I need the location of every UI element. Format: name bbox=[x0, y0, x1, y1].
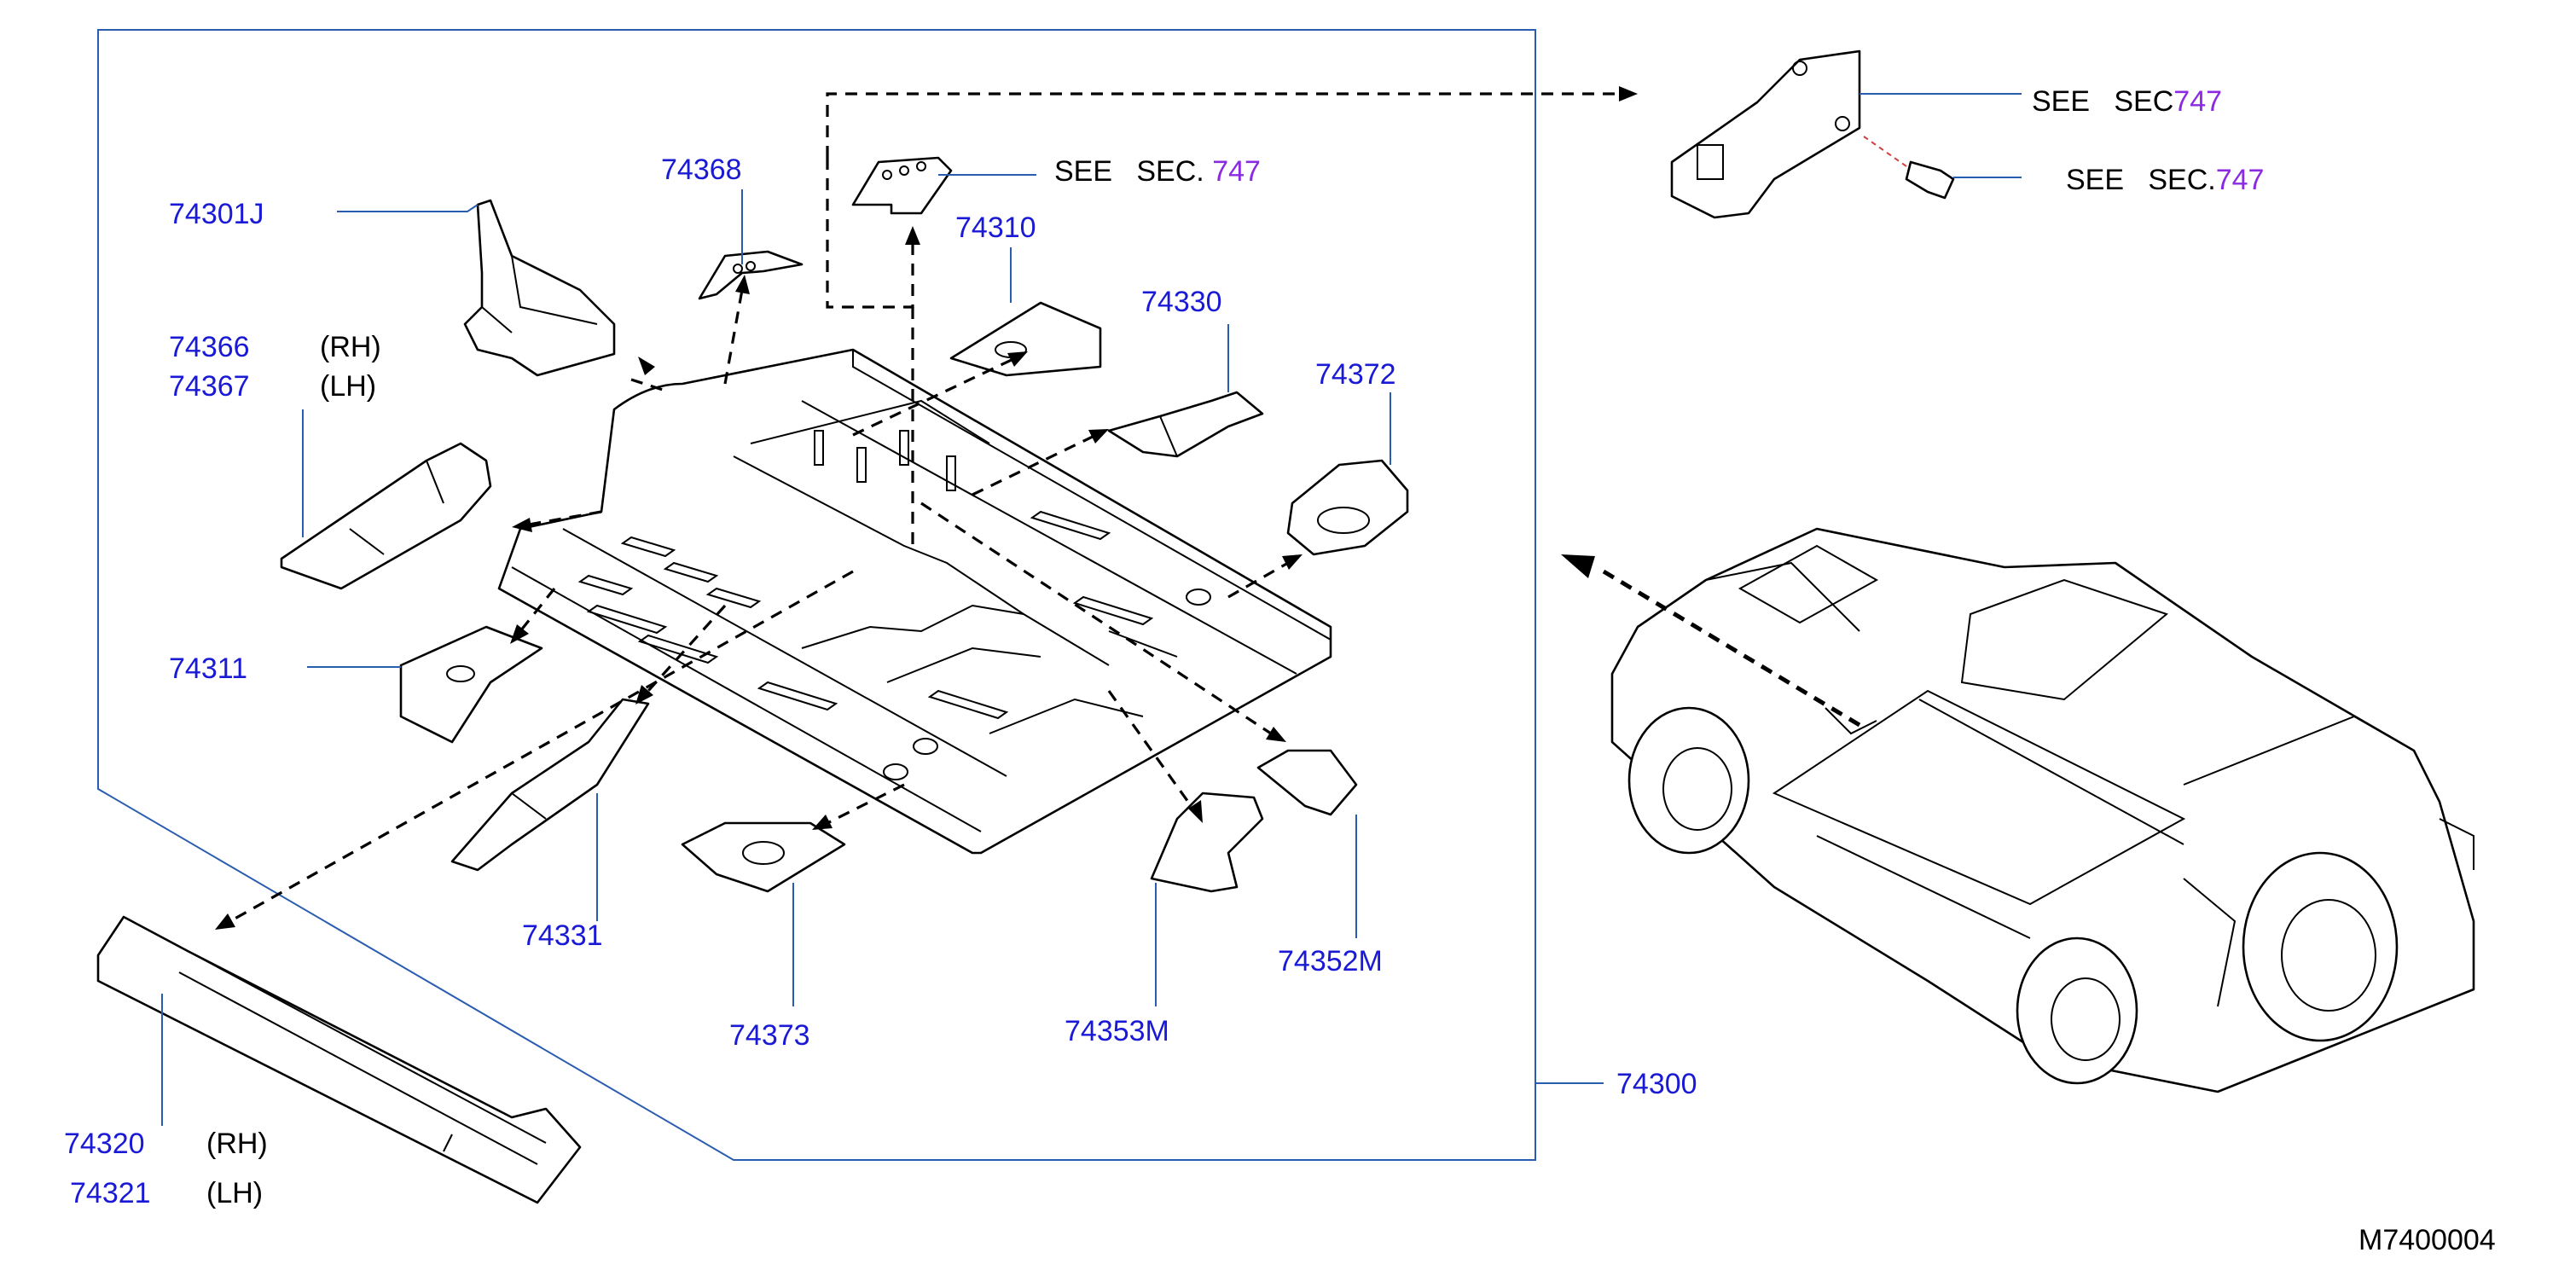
bracket-see-sec-b bbox=[1670, 49, 1861, 219]
floor-ribs bbox=[577, 430, 1154, 720]
label-74372: 74372 bbox=[1315, 358, 1396, 391]
label-74366-side: (RH) bbox=[320, 331, 381, 363]
label-74367-side: (LH) bbox=[320, 370, 376, 403]
leader-lines bbox=[161, 93, 2022, 1126]
diagram-code: M7400004 bbox=[2358, 1224, 2496, 1256]
label-74311: 74311 bbox=[169, 652, 247, 685]
part-74372 bbox=[1286, 459, 1409, 556]
vehicle-outline bbox=[1610, 527, 2475, 1093]
label-74368: 74368 bbox=[661, 154, 742, 186]
label-74321: 74321 bbox=[70, 1177, 151, 1209]
label-74366: 74366 bbox=[169, 331, 250, 363]
label-74353M: 74353M bbox=[1065, 1015, 1169, 1047]
bolt-link-line bbox=[1863, 136, 1907, 167]
part-74368 bbox=[698, 250, 804, 300]
label-74320: 74320 bbox=[64, 1128, 145, 1160]
see-sec-b-num: 747 bbox=[2173, 85, 2222, 118]
part-74366-74367 bbox=[280, 442, 492, 590]
bracket-see-sec-a bbox=[851, 156, 953, 215]
label-74300: 74300 bbox=[1616, 1068, 1697, 1100]
part-74352M bbox=[1256, 749, 1358, 816]
see-sec-a-text: SEE SEC. bbox=[1054, 155, 1204, 188]
label-74310: 74310 bbox=[955, 212, 1036, 244]
label-74331: 74331 bbox=[522, 919, 603, 952]
see-sec-c-num: 747 bbox=[2216, 164, 2265, 196]
see-sec-a-num: 747 bbox=[1212, 155, 1261, 188]
part-74353M bbox=[1150, 792, 1264, 893]
assembly-boundary bbox=[97, 29, 1536, 1161]
part-74331 bbox=[450, 698, 650, 872]
label-74330: 74330 bbox=[1141, 286, 1222, 318]
part-74301J bbox=[463, 199, 616, 377]
label-74321-side: (LH) bbox=[206, 1177, 263, 1209]
see-sec-b: SEE SEC747 bbox=[2032, 85, 2222, 118]
part-74373 bbox=[681, 821, 846, 893]
see-sec-c: SEE SEC.747 bbox=[2066, 164, 2264, 196]
part-74310 bbox=[949, 301, 1102, 377]
see-sec-b-text: SEE SEC bbox=[2032, 85, 2173, 118]
bolt-see-sec-c bbox=[1905, 160, 1955, 200]
see-sec-c-text: SEE SEC. bbox=[2066, 164, 2216, 196]
label-74352M: 74352M bbox=[1278, 945, 1383, 977]
rear-floor-panel bbox=[497, 348, 1332, 855]
see-sec-a: SEE SEC. 747 bbox=[1054, 155, 1261, 188]
dashed-arrows bbox=[215, 86, 1861, 930]
part-74330 bbox=[1107, 391, 1264, 458]
part-74311 bbox=[399, 625, 543, 744]
label-74301J: 74301J bbox=[169, 198, 264, 230]
label-74320-side: (RH) bbox=[206, 1128, 268, 1160]
label-74373: 74373 bbox=[729, 1019, 810, 1052]
label-74367: 74367 bbox=[169, 370, 250, 403]
part-74320-74321 bbox=[96, 915, 582, 1204]
